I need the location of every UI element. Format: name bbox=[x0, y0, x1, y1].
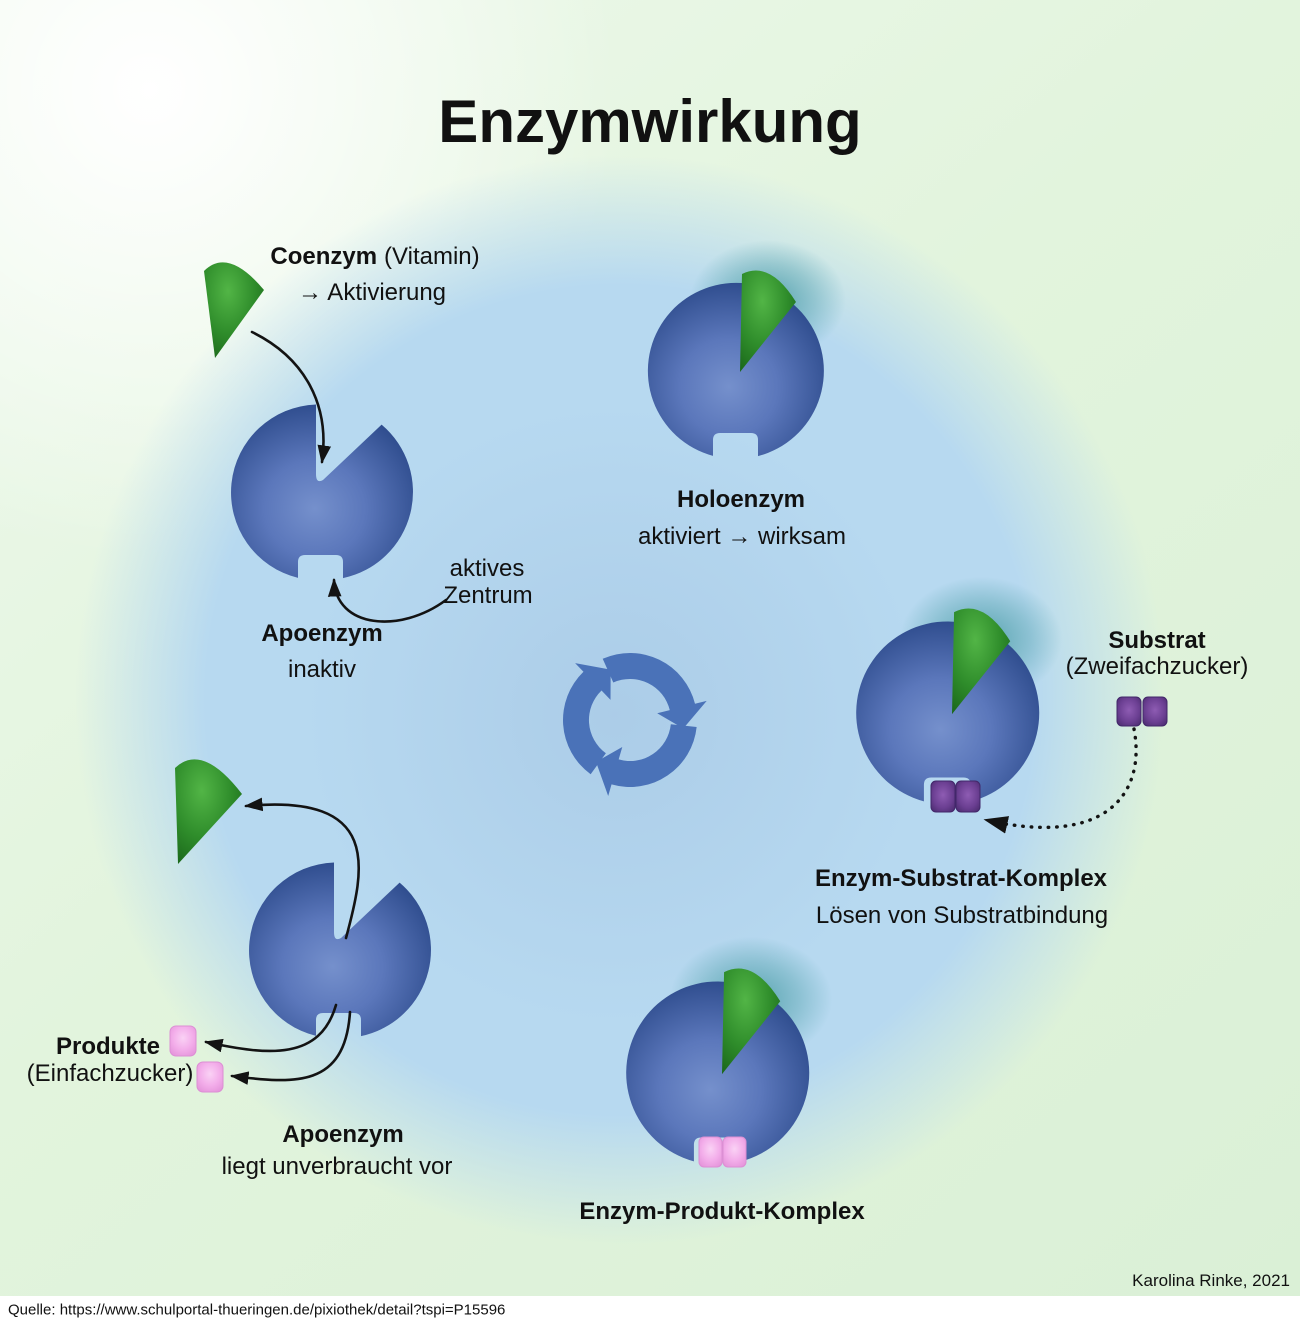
holoenzym-name: Holoenzym bbox=[676, 485, 806, 513]
aktives-zentrum-line1: aktives bbox=[449, 554, 525, 582]
substrat-qualifier: (Zweifachzucker) bbox=[1065, 652, 1249, 680]
produkt-square-icon bbox=[196, 1061, 224, 1093]
apoenzym-start-state: inaktiv bbox=[287, 655, 357, 683]
holoenzym-shape bbox=[647, 240, 846, 457]
coenzyme-wedge-icon bbox=[740, 270, 796, 372]
bound-product-square-icon bbox=[722, 1136, 747, 1168]
enzym-produkt-komplex-shape bbox=[626, 936, 833, 1162]
enzyme-disc-icon bbox=[249, 862, 431, 1037]
aktives-zentrum-line2: Zentrum bbox=[443, 581, 533, 609]
substrat-square-icon bbox=[1142, 696, 1168, 727]
enzym-substrat-komplex-shape bbox=[856, 576, 1063, 802]
produkte-qualifier: (Einfachzucker) bbox=[26, 1059, 194, 1087]
coenzym-qualifier: (Vitamin) bbox=[384, 242, 480, 270]
enzyme-disc-icon bbox=[626, 981, 810, 1162]
cycle-arrows-icon bbox=[563, 652, 707, 796]
page-title: Enzymwirkung bbox=[438, 88, 862, 155]
source-url-line: Quelle: https://www.schulportal-thuering… bbox=[8, 1301, 506, 1319]
coenzyme-wedge-icon bbox=[722, 968, 781, 1075]
author-credit: Karolina Rinke, 2021 bbox=[1132, 1271, 1290, 1290]
holoenzym-state: aktiviert → wirksam bbox=[637, 522, 847, 550]
arrow-enzyme-to-product-2 bbox=[230, 1010, 352, 1085]
apoenzym-end-name: Apoenzym bbox=[282, 1120, 404, 1148]
coenzym-label: Coenzym(Vitamin) bbox=[270, 242, 480, 270]
enzyme-disc-icon bbox=[856, 621, 1040, 802]
enzyme-disc-icon bbox=[231, 404, 413, 579]
arrow-enzyme-to-product-1 bbox=[204, 1003, 338, 1053]
released-coenzym-wedge-icon bbox=[175, 759, 242, 864]
substrat-name: Substrat bbox=[1108, 626, 1206, 654]
arrow-aktives-zentrum-pointer bbox=[327, 578, 448, 623]
source-strip: Quelle: https://www.schulportal-thuering… bbox=[0, 1296, 1300, 1325]
produkt-square-icon bbox=[169, 1025, 197, 1057]
coenzym-name: Coenzym bbox=[270, 242, 378, 270]
enzym-substrat-komplex-state: Lösen von Substratbindung bbox=[815, 901, 1109, 929]
enzym-substrat-komplex-name: Enzym-Substrat-Komplex bbox=[814, 864, 1108, 892]
produkte-name: Produkte bbox=[55, 1032, 161, 1060]
arrow-coenzym-to-apoenzym bbox=[250, 330, 332, 464]
bound-substrat-square-icon bbox=[955, 780, 981, 813]
coenzym-action: → Aktivierung bbox=[297, 278, 447, 306]
bound-product-square-icon bbox=[698, 1136, 723, 1168]
enzym-produkt-komplex-name: Enzym-Produkt-Komplex bbox=[579, 1197, 865, 1225]
bound-substrat-square-icon bbox=[930, 780, 956, 813]
apoenzym-end-shape bbox=[249, 862, 431, 1037]
coenzym-wedge-icon bbox=[204, 262, 264, 358]
apoenzym-end-state: liegt unverbraucht vor bbox=[221, 1152, 453, 1180]
apoenzym-start-name: Apoenzym bbox=[261, 619, 383, 647]
arrow-enzyme-to-released-coenzym bbox=[244, 797, 361, 940]
enzyme-disc-icon bbox=[647, 282, 824, 457]
substrat-square-icon bbox=[1116, 696, 1142, 727]
coenzyme-wedge-icon bbox=[952, 608, 1011, 715]
apoenzym-start-shape bbox=[231, 404, 413, 579]
